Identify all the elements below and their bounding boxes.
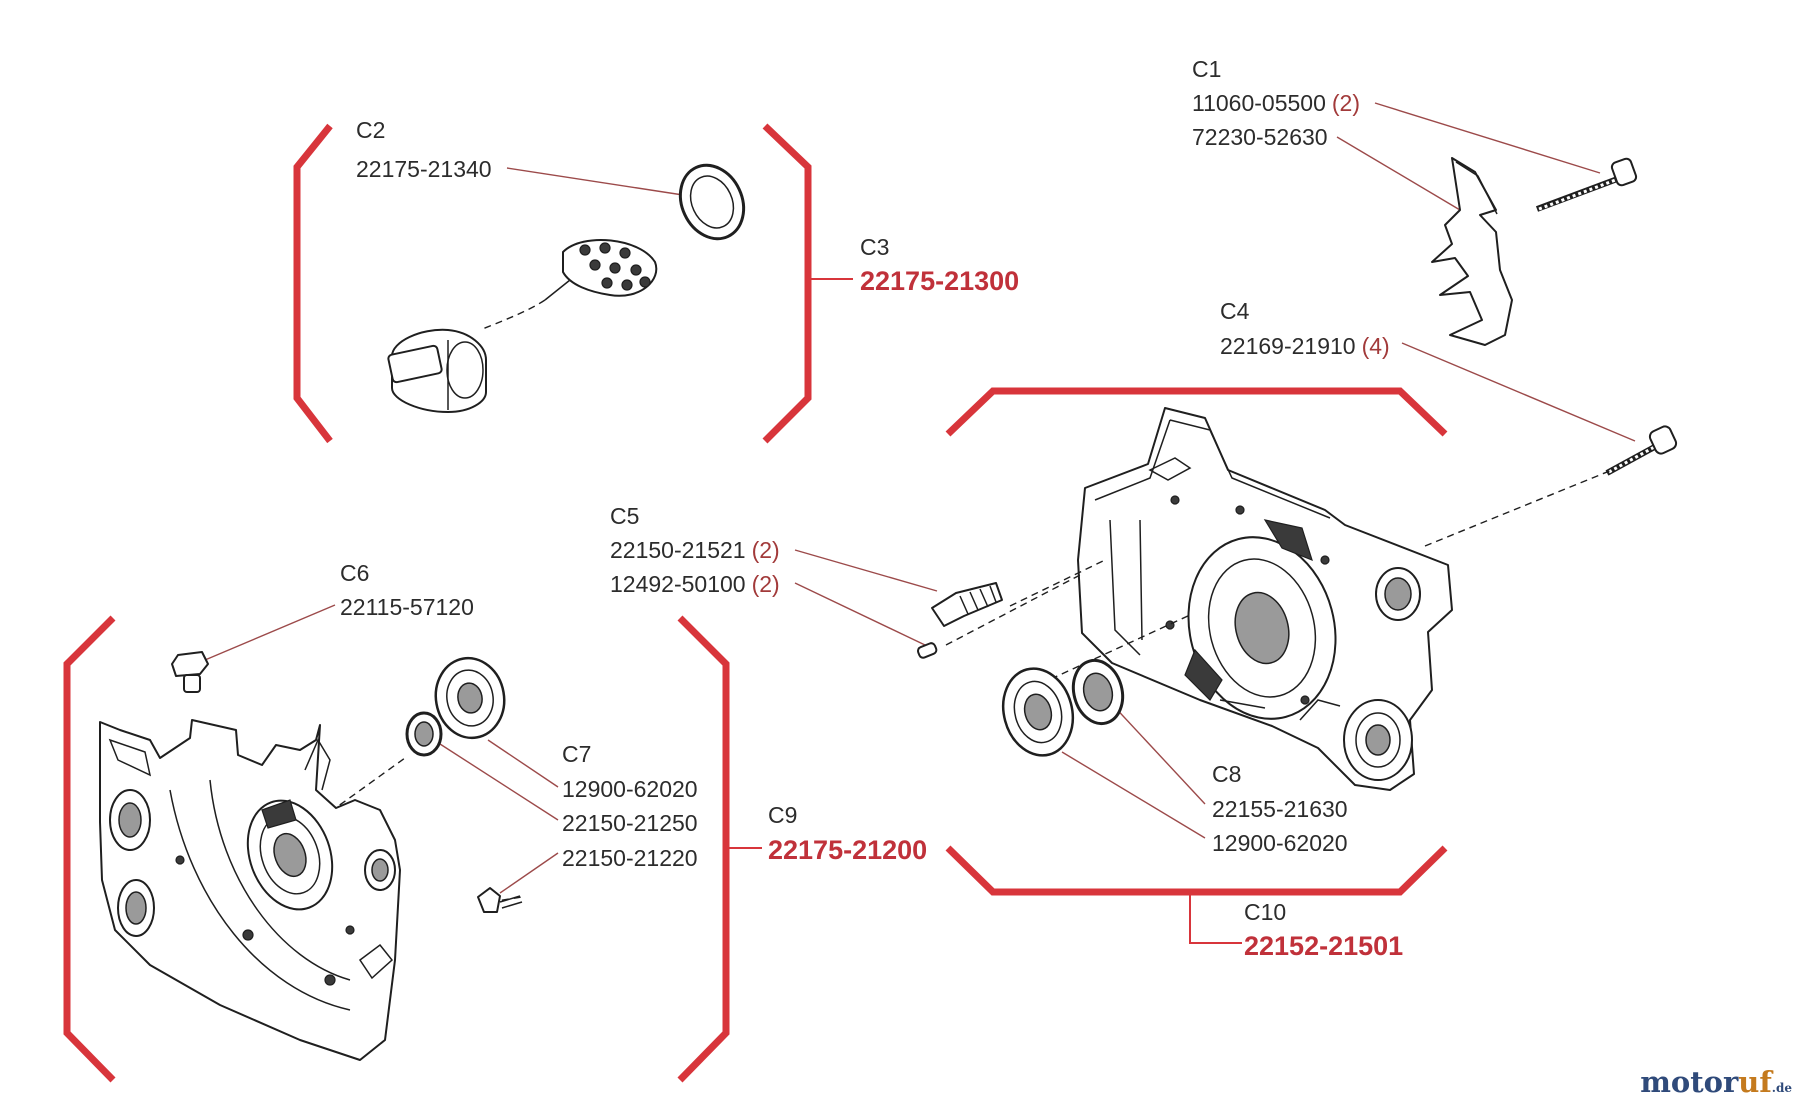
- quantity: (2): [752, 537, 780, 563]
- callout-c5: C5 22150-21521(2) 12492-50100(2): [610, 503, 780, 597]
- ref-c1: C1: [1192, 56, 1221, 82]
- callout-c1: C1 11060-05500(2) 72230-52630: [1192, 56, 1360, 150]
- ref-c3: C3: [860, 234, 889, 260]
- bolt-icon: [1605, 425, 1678, 476]
- ref-c10: C10: [1244, 899, 1286, 925]
- svg-text:12492-50100(2): 12492-50100(2): [610, 571, 780, 597]
- ref-c5: C5: [610, 503, 639, 529]
- site-watermark: motoruf.de: [1640, 1065, 1792, 1099]
- bracket-c3-right: [762, 123, 853, 444]
- ball-bearing-icon: [434, 656, 506, 740]
- part-number: 22150-21521: [610, 537, 746, 563]
- ball-bearing-icon: [1001, 667, 1075, 757]
- filler-cap-icon: [387, 328, 487, 413]
- part-number: 72230-52630: [1192, 124, 1328, 150]
- crankcase-right-icon: [1077, 407, 1453, 791]
- oil-seal-icon: [1071, 658, 1125, 726]
- ref-c6: C6: [340, 560, 369, 586]
- oil-seal-icon: [678, 163, 746, 241]
- assembly-number: 22175-21300: [860, 266, 1019, 296]
- callout-c3: C3 22175-21300: [860, 234, 1019, 296]
- part-number: 12492-50100: [610, 571, 746, 597]
- part-number: 22150-21220: [562, 845, 698, 871]
- part-number: 22169-21910: [1220, 333, 1356, 359]
- callout-c6: C6 22115-57120: [340, 560, 474, 620]
- part-number: 11060-05500: [1192, 90, 1326, 116]
- callout-c4: C4 22169-21910(4): [1220, 298, 1390, 359]
- quantity: (2): [752, 571, 780, 597]
- callout-c7: C7 12900-62020 22150-21250 22150-21220: [562, 741, 698, 871]
- bracket-c10-bottom: [945, 845, 1448, 944]
- part-number: 12900-62020: [1212, 830, 1348, 856]
- bolt-icon: [1535, 157, 1638, 212]
- assembly-axis-lines: [329, 469, 1613, 903]
- part-number: 22115-57120: [340, 594, 474, 620]
- bracket-c9-left: [63, 615, 116, 1083]
- callout-c10: C10 22152-21501: [1244, 899, 1403, 961]
- callout-c8: C8 22155-21630 12900-62020: [1212, 761, 1348, 856]
- ref-c9: C9: [768, 802, 797, 828]
- part-number: 22150-21250: [562, 810, 698, 836]
- crankcase-left-icon: [99, 719, 401, 1061]
- svg-text:22169-21910(4): 22169-21910(4): [1220, 333, 1390, 359]
- bracket-c10-top: [945, 387, 1448, 437]
- chain-catcher-icon: [1431, 157, 1513, 346]
- plug-icon: [931, 582, 1003, 627]
- svg-text:11060-05500(2): 11060-05500(2): [1192, 90, 1360, 116]
- quantity: (2): [1332, 90, 1360, 116]
- assembly-number: 22175-21200: [768, 835, 927, 865]
- dowel-pin-icon: [916, 642, 938, 659]
- plug-icon: [477, 887, 523, 913]
- ref-c2: C2: [356, 117, 385, 143]
- ref-c4: C4: [1220, 298, 1250, 324]
- bracket-c9-right: [677, 615, 762, 1083]
- assembly-number: 22152-21501: [1244, 931, 1403, 961]
- ref-c7: C7: [562, 741, 591, 767]
- part-number: 12900-62020: [562, 776, 698, 802]
- quantity: (4): [1362, 333, 1390, 359]
- part-number: 22175-21340: [356, 156, 492, 182]
- leader-lines: [204, 102, 1636, 894]
- callout-c9: C9 22175-21200: [768, 802, 927, 865]
- svg-text:22150-21521(2): 22150-21521(2): [610, 537, 780, 563]
- callout-c2: C2 22175-21340: [356, 117, 492, 182]
- ref-c8: C8: [1212, 761, 1241, 787]
- part-number: 22155-21630: [1212, 796, 1348, 822]
- bracket-c3-left: [293, 123, 333, 444]
- strainer-filter-icon: [479, 239, 658, 331]
- screw-icon: [171, 651, 209, 693]
- oil-seal-icon: [405, 711, 443, 757]
